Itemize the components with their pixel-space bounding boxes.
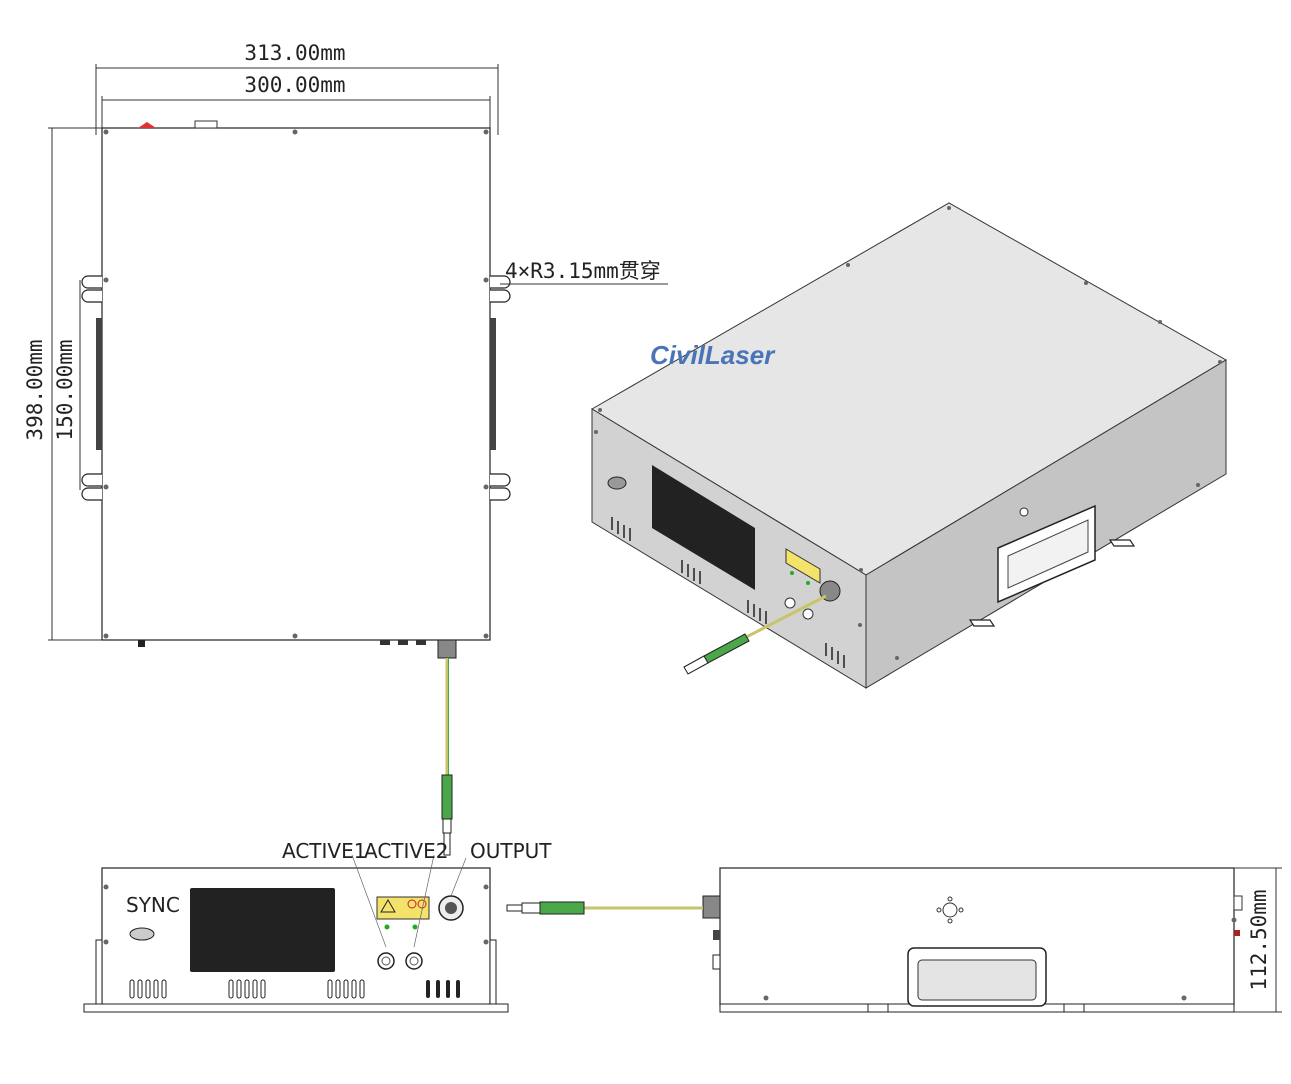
iso-display-screen (652, 465, 755, 590)
inner-width-label: 300.00mm (244, 73, 345, 97)
active1-led (384, 924, 390, 930)
sync-label: SYNC (126, 893, 180, 917)
front-base-plate (83, 1003, 509, 1013)
side-view: 112.50mm (506, 867, 1282, 1013)
side-fiber-connector (539, 901, 585, 915)
display-screen (190, 888, 335, 972)
sync-connector (129, 927, 155, 941)
left-handle (96, 318, 102, 450)
iso-warning-label (785, 548, 821, 584)
outer-width-label: 313.00mm (244, 41, 345, 65)
brand-logo: CivilLaser (650, 340, 776, 370)
active2-knob[interactable] (405, 952, 423, 970)
fiber-connector-boot (441, 774, 453, 820)
output-label: OUTPUT (470, 839, 552, 863)
active2-label: ACTIVE2 (364, 839, 448, 863)
top-view-body (101, 127, 491, 641)
side-output-port (702, 895, 721, 919)
mount-holes-label: 4×R3.15mm贯穿 (505, 259, 661, 283)
iso-side-face (865, 359, 1227, 689)
active1-knob[interactable] (377, 952, 395, 970)
active1-label: ACTIVE1 (282, 839, 366, 863)
mount-spacing-label: 150.00mm (53, 339, 77, 440)
active2-led (412, 924, 418, 930)
isometric-view: CivilLaser (591, 202, 1227, 689)
front-view: SYNC ACTIVE1 ACTIVE2 OUTPUT (83, 839, 552, 1013)
warning-marker-icon (138, 122, 156, 128)
right-handle (490, 318, 496, 450)
depth-label: 398.00mm (23, 339, 47, 440)
height-label: 112.50mm (1247, 889, 1271, 990)
top-view: 313.00mm 300.00mm 398.00mm 150.00mm (23, 41, 668, 856)
